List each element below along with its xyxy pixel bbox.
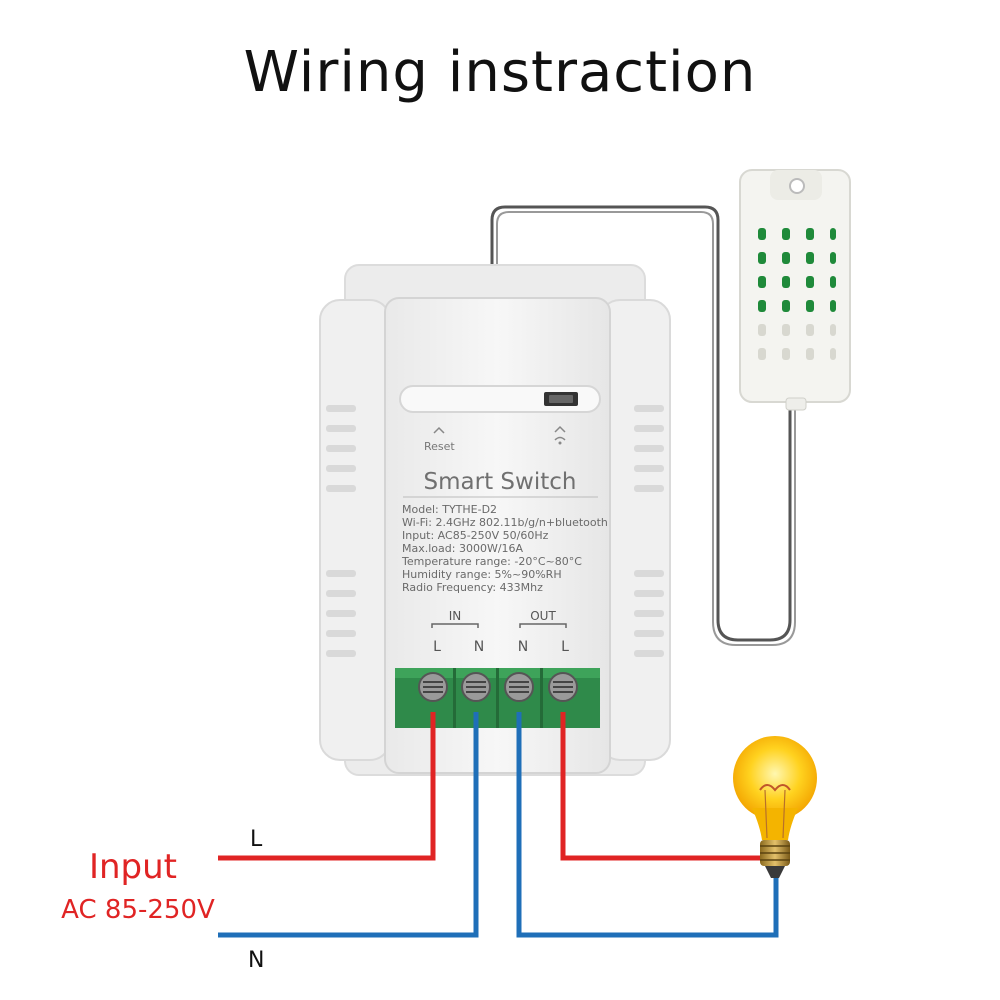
terminal-screws <box>418 672 578 702</box>
spec-line: Wi-Fi: 2.4GHz 802.11b/g/n+bluetooth <box>402 516 608 529</box>
terminal-out-l: L <box>561 639 569 655</box>
reset-label: Reset <box>424 440 455 453</box>
light-bulb-icon <box>733 736 817 878</box>
spec-line: Humidity range: 5%~90%RH <box>402 568 562 581</box>
spec-line: Temperature range: -20°C~80°C <box>401 555 582 568</box>
input-live-wire <box>218 712 436 861</box>
in-label: IN <box>449 609 462 623</box>
sensor-cable <box>490 205 796 646</box>
spec-list: Model: TYTHE-D2 Wi-Fi: 2.4GHz 802.11b/g/… <box>401 503 608 594</box>
spec-line: Radio Frequency: 433Mhz <box>402 581 543 594</box>
smart-switch-device: Reset <box>319 264 671 776</box>
device-name: Smart Switch <box>424 469 577 495</box>
line-label: L <box>250 827 263 852</box>
terminal-in-l: L <box>433 639 441 655</box>
output-live-wire <box>560 712 760 861</box>
input-label: Input <box>89 847 177 887</box>
terminal-labels: IN OUT L N N L <box>431 609 569 655</box>
wiring <box>218 712 779 938</box>
out-label: OUT <box>530 609 556 623</box>
terminal-out-n: N <box>518 639 528 655</box>
left-vents <box>326 405 356 657</box>
wifi-icon <box>554 425 566 445</box>
reset-arrow-icon <box>433 426 445 434</box>
sensor-vents <box>758 228 836 360</box>
spec-line: Model: TYTHE-D2 <box>402 503 497 516</box>
page-title: Wiring instraction <box>243 40 757 105</box>
hanging-hole-icon <box>789 178 805 194</box>
spec-line: Max.load: 3000W/16A <box>402 542 524 555</box>
right-vents <box>634 405 664 657</box>
temperature-humidity-sensor <box>739 169 851 411</box>
spec-line: Input: AC85-250V 50/60Hz <box>402 529 549 542</box>
neutral-label: N <box>248 948 264 973</box>
input-neutral-wire <box>218 712 479 938</box>
output-neutral-wire <box>516 712 779 938</box>
terminal-in-n: N <box>474 639 484 655</box>
input-voltage: AC 85-250V <box>61 895 215 925</box>
